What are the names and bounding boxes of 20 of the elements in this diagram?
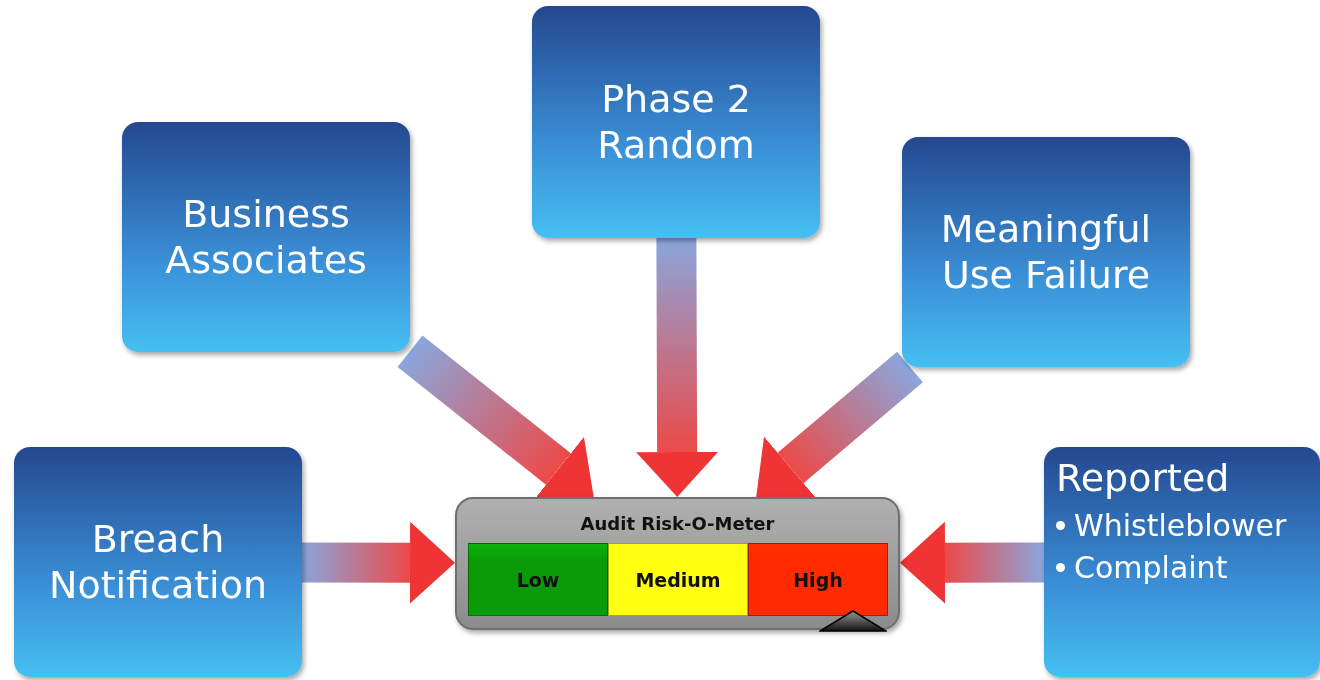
box-label: Meaningful Use Failure bbox=[939, 205, 1153, 299]
process-box bbox=[532, 6, 820, 238]
risk-level-segment: Low bbox=[468, 543, 608, 616]
box-label: Business Associates bbox=[164, 190, 368, 284]
process-box bbox=[902, 137, 1190, 367]
box-label: Breach Notification bbox=[47, 515, 268, 609]
bullet-item: Complaint bbox=[1074, 548, 1228, 587]
bullet-item: Whistleblower bbox=[1074, 506, 1287, 545]
process-box bbox=[122, 122, 410, 352]
arrow bbox=[302, 521, 455, 604]
box-label: Phase 2 Random bbox=[596, 75, 756, 169]
box-heading: Reported bbox=[1056, 455, 1230, 502]
arrow bbox=[756, 351, 923, 500]
arrow bbox=[900, 521, 1045, 604]
meter-panel bbox=[455, 497, 900, 630]
process-box bbox=[14, 447, 302, 677]
arrow bbox=[636, 237, 719, 497]
process-box bbox=[1044, 447, 1320, 677]
meter-title: Audit Risk-O-Meter bbox=[579, 513, 776, 534]
risk-level-segment: Medium bbox=[608, 543, 748, 616]
